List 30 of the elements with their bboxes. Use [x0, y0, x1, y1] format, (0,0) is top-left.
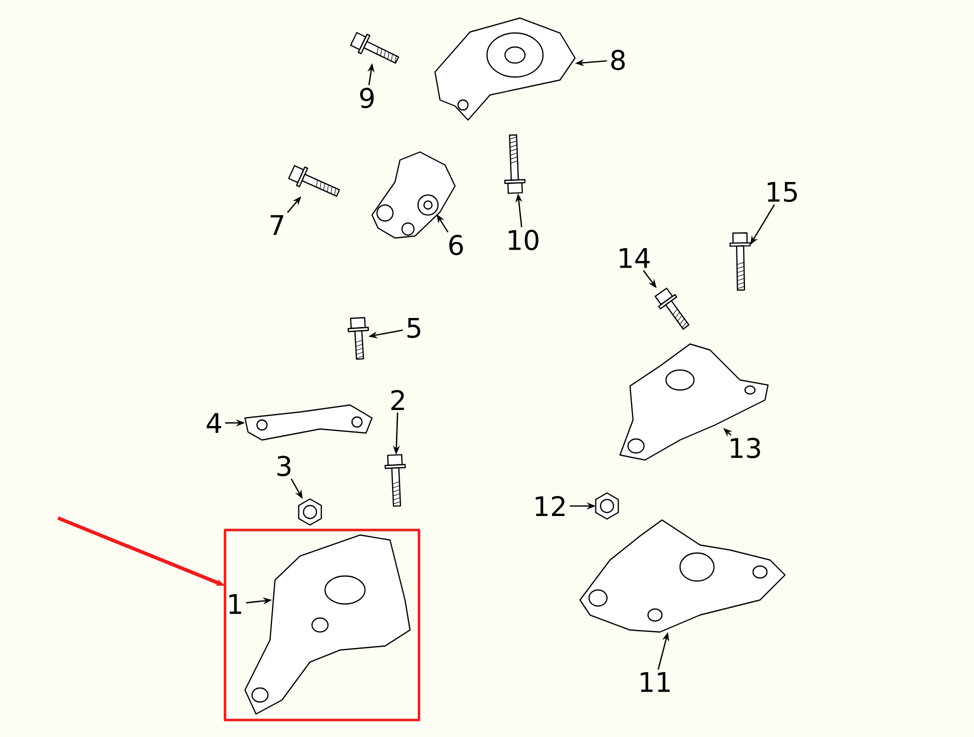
callout-number: 10: [508, 230, 538, 250]
mount-drawing: [619, 343, 769, 461]
highlight-frame: [224, 528, 420, 722]
callout-number: 7: [270, 215, 284, 235]
mount-drawing: [579, 519, 786, 633]
callout-number: 11: [640, 672, 670, 692]
callout-number: 1: [229, 594, 242, 614]
bracket-drawing: [244, 404, 373, 441]
mount-drawing: [244, 534, 411, 715]
bolt-drawing: [504, 134, 526, 194]
callout-number: 12: [536, 496, 564, 516]
callout-number: 5: [408, 318, 420, 338]
callout-number: 3: [277, 456, 290, 476]
nut-drawing: [595, 492, 619, 520]
bolt-drawing: [384, 454, 406, 507]
bolt-drawing: [348, 317, 369, 360]
callout-number: 14: [620, 248, 650, 268]
bolt-drawing: [730, 232, 751, 291]
callout-number: 13: [730, 438, 760, 458]
mount-drawing: [434, 17, 576, 121]
callout-number: 2: [391, 390, 404, 410]
bolt-drawing: [350, 32, 400, 64]
bolt-drawing: [654, 288, 690, 330]
callout-number: 9: [360, 88, 374, 108]
nut-drawing: [298, 498, 322, 526]
bolt-drawing: [288, 165, 340, 197]
callout-number: 15: [768, 182, 797, 202]
callout-number: 6: [449, 234, 463, 256]
callout-number: 8: [611, 50, 625, 70]
callout-number: 4: [206, 413, 222, 433]
